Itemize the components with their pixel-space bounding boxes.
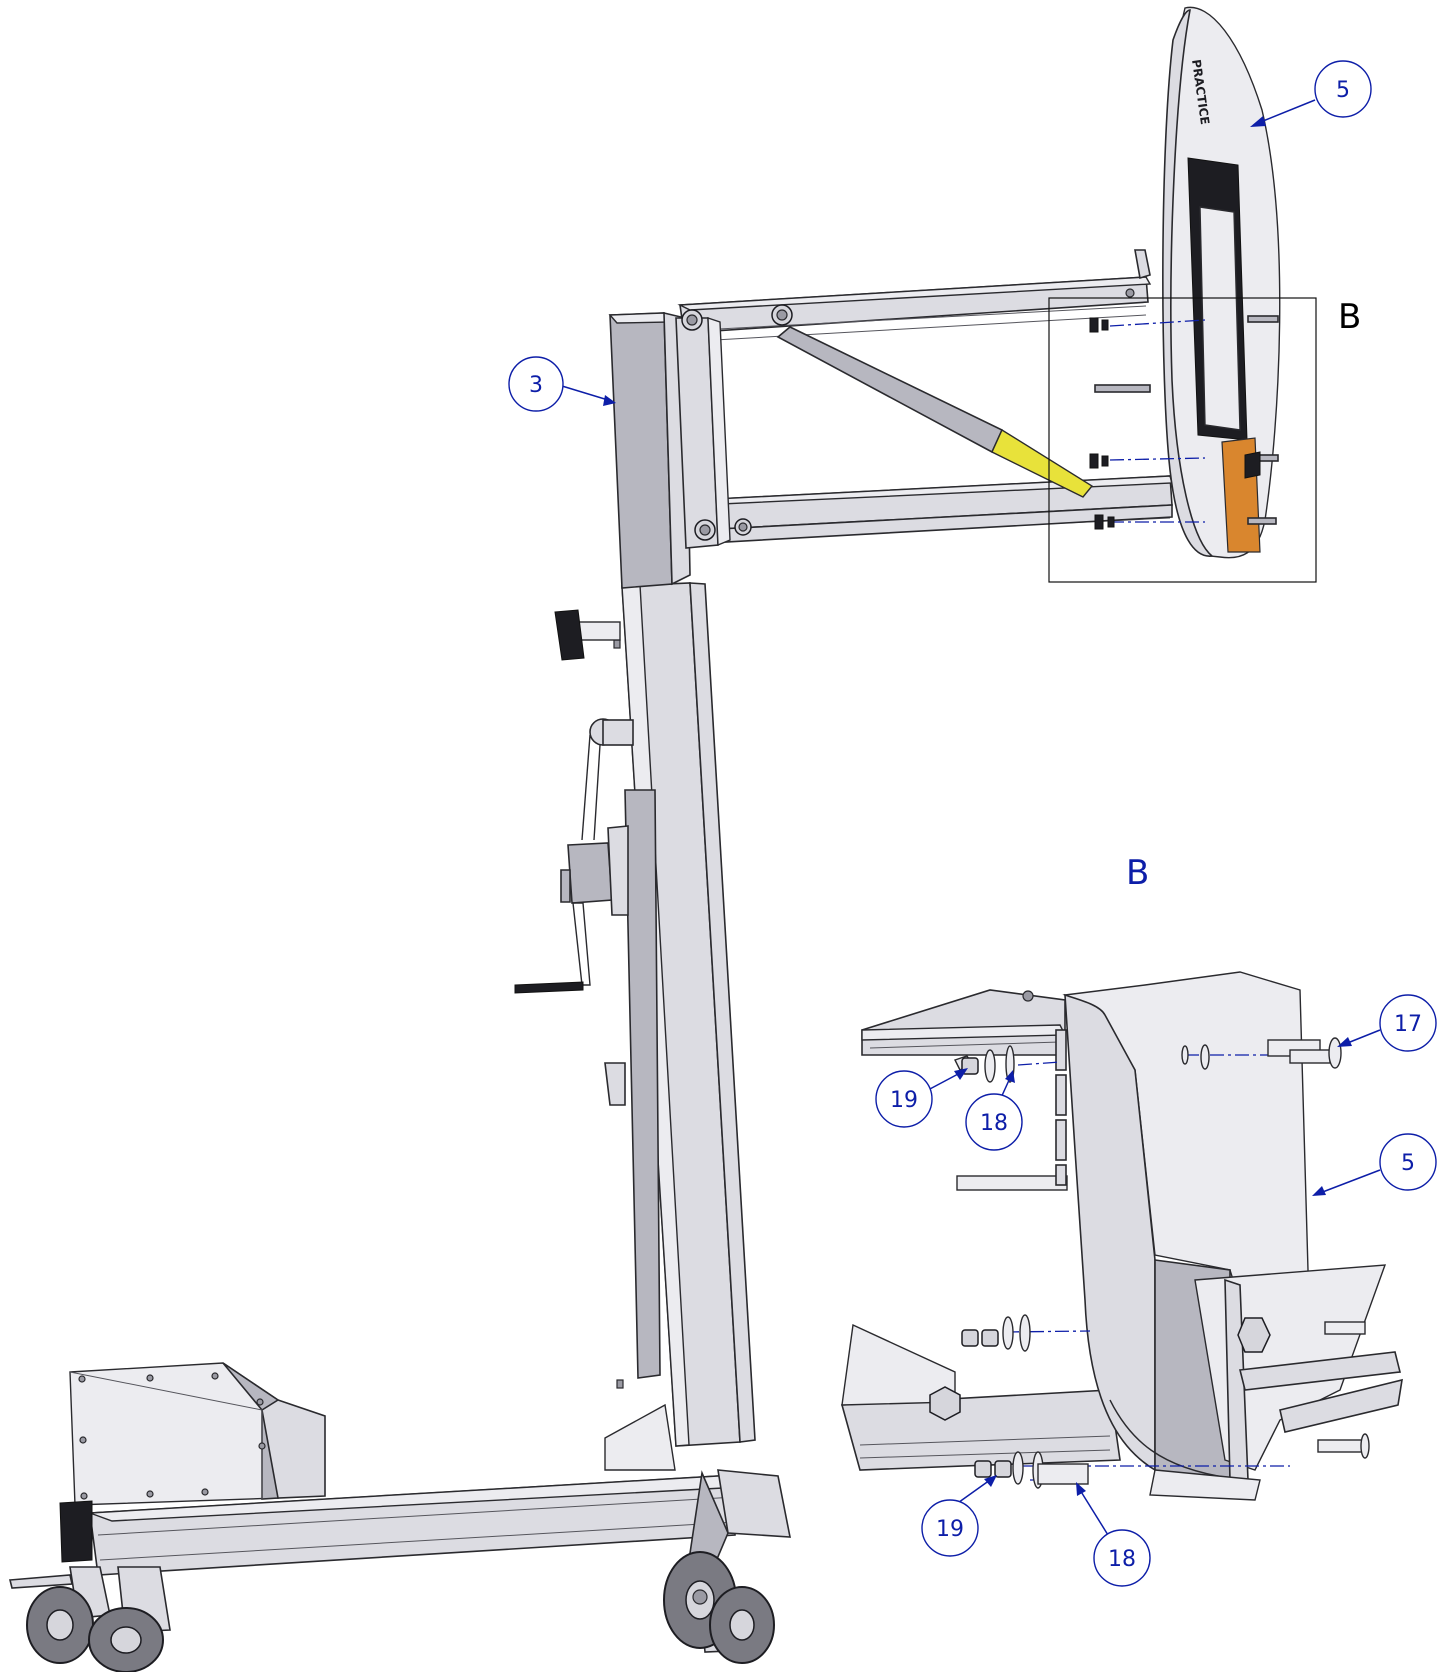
- arm-top-tube: [677, 276, 1152, 341]
- upper-frame-block: [608, 311, 691, 589]
- svg-text:18: 18: [980, 1111, 1008, 1136]
- balloon-backboard-detail: 5: [1312, 1133, 1437, 1196]
- balloon-washer-top-detail: 18: [965, 1070, 1023, 1151]
- winch: [514, 825, 629, 994]
- detail-boundary-box: [1048, 297, 1317, 583]
- detail-view-title: B: [1126, 853, 1149, 893]
- svg-text:19: 19: [936, 1517, 964, 1542]
- balloon-backboard-main: 5: [1250, 60, 1372, 127]
- frame-pivot-bolts: [681, 288, 1135, 541]
- front-caster-left: [8, 1566, 111, 1664]
- locking-knob: [554, 609, 621, 661]
- detail-boundary-label: B: [1338, 297, 1361, 337]
- balloon-nut-bottom-detail: 19: [921, 1475, 997, 1557]
- pulley: [581, 718, 634, 841]
- svg-text:5: 5: [1401, 1151, 1415, 1176]
- arm-vertical-link: [675, 317, 731, 549]
- main-view-fasteners: [1089, 315, 1279, 530]
- balloon-washer-bottom-detail: 18: [1076, 1482, 1151, 1587]
- svg-text:19: 19: [890, 1088, 918, 1113]
- inner-slide-tube: [624, 789, 661, 1379]
- svg-text:17: 17: [1394, 1012, 1422, 1037]
- balloon-screw-detail: 17: [1337, 994, 1437, 1052]
- rear-caster: [663, 1551, 775, 1664]
- base-housing: [69, 1362, 326, 1506]
- backboard: PRACTICE: [1134, 6, 1281, 559]
- arm-bottom-tube: [693, 475, 1173, 544]
- balloon-nut-top-detail: 19: [875, 1068, 968, 1128]
- front-caster-right: [88, 1566, 171, 1672]
- vertical-column: [604, 582, 756, 1447]
- svg-text:3: 3: [529, 373, 543, 398]
- base-beam: [59, 1474, 761, 1576]
- gas-strut: [776, 326, 1094, 498]
- svg-text:5: 5: [1336, 78, 1350, 103]
- svg-text:18: 18: [1108, 1547, 1136, 1572]
- detail-view-b: [840, 971, 1403, 1501]
- balloon-frame-main: 3: [508, 356, 616, 412]
